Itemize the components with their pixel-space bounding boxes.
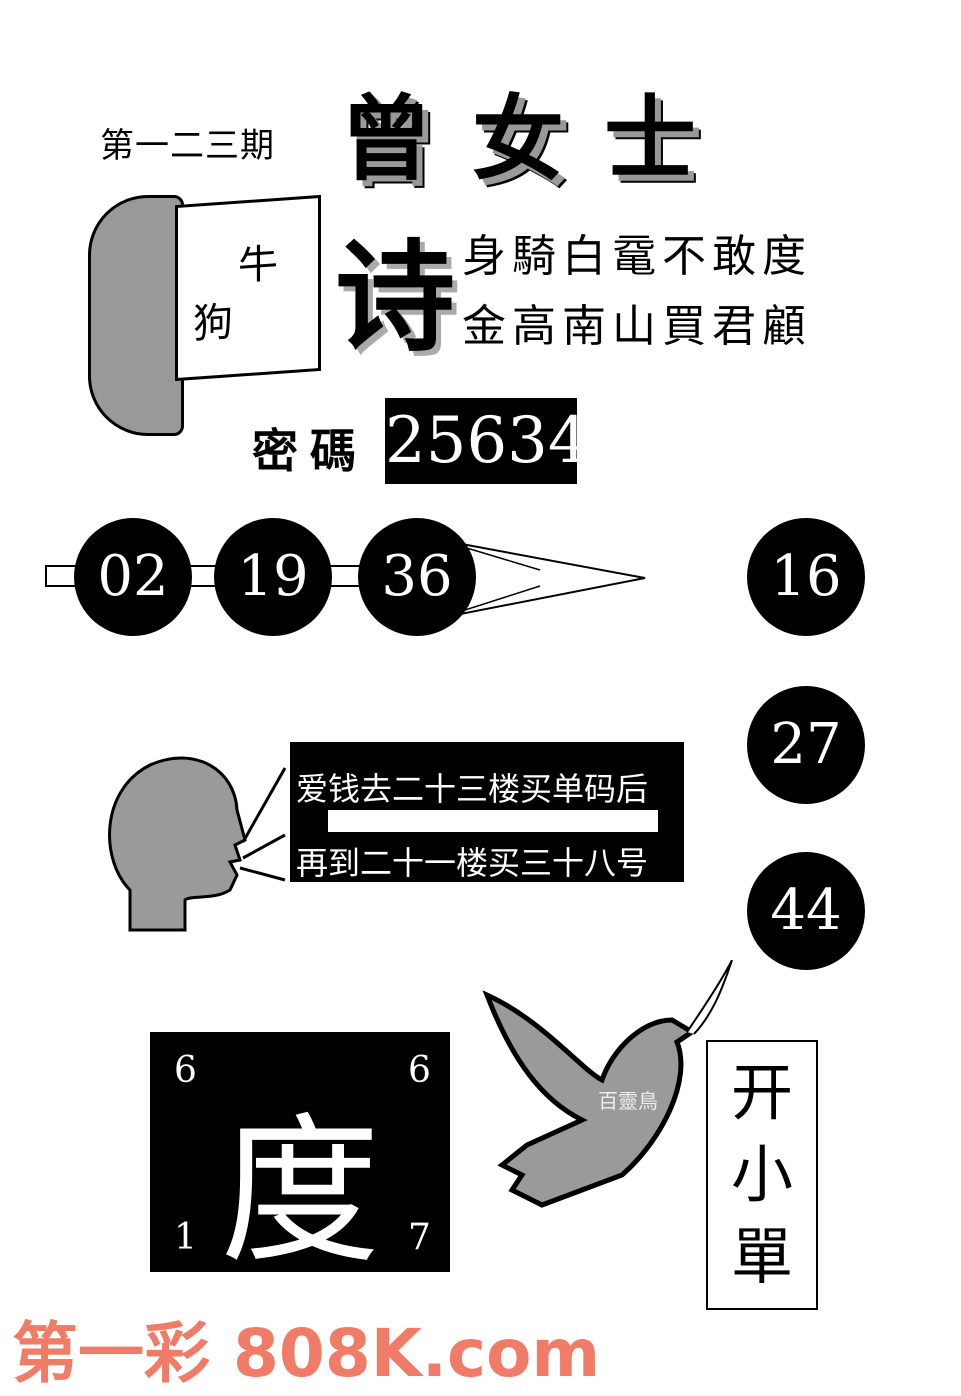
speech-line-2: 再到二十一楼买三十八号 — [296, 844, 649, 882]
vertical-char: 小 — [730, 1138, 793, 1211]
number-ball: 44 — [747, 852, 865, 970]
password-label: 密碼 — [252, 424, 368, 478]
vertical-char: 單 — [730, 1220, 793, 1293]
watermark: 第一彩 808K.com — [12, 1315, 601, 1392]
corner-number: 1 — [174, 1217, 197, 1258]
riddle-card: 牛 狗 — [175, 194, 321, 382]
number-ball: 27 — [747, 686, 865, 804]
number-ball: 19 — [214, 518, 332, 636]
bird-icon — [482, 960, 733, 1208]
corner-number: 6 — [174, 1050, 197, 1091]
number-ball: 16 — [747, 518, 865, 636]
number-ball: 02 — [74, 518, 192, 636]
speech-line-1: 爱钱去二十三楼买单码后 — [296, 770, 649, 808]
poem-line-1: 身騎白鼋不敢度 — [462, 231, 812, 282]
vertical-char: 开 — [730, 1056, 793, 1129]
issue-number: 第一二三期 — [100, 126, 275, 166]
speech-divider — [328, 810, 658, 832]
phone-illustration — [88, 195, 184, 436]
poem-line-2: 金高南山買君顧 — [462, 301, 812, 352]
arrow-head-icon — [440, 538, 646, 620]
du-box: 6 6 1 7 度 — [150, 1032, 450, 1285]
page-title: 曾女士 — [340, 86, 737, 193]
password-value: 25634 — [385, 398, 589, 484]
head-profile-icon — [108, 756, 287, 932]
poem-label: 诗 — [335, 229, 455, 368]
du-character: 度 — [220, 1098, 381, 1285]
card-char-bottom: 狗 — [193, 299, 233, 348]
vertical-text-box: 开 小 單 — [706, 1040, 818, 1310]
speech-box: 爱钱去二十三楼买单码后 再到二十一楼买三十八号 — [290, 742, 684, 882]
number-ball: 36 — [358, 518, 476, 636]
card-char-top: 牛 — [238, 240, 278, 290]
corner-number: 6 — [408, 1050, 431, 1091]
corner-number: 7 — [408, 1217, 431, 1258]
bird-label: 百靈鳥 — [598, 1089, 658, 1113]
